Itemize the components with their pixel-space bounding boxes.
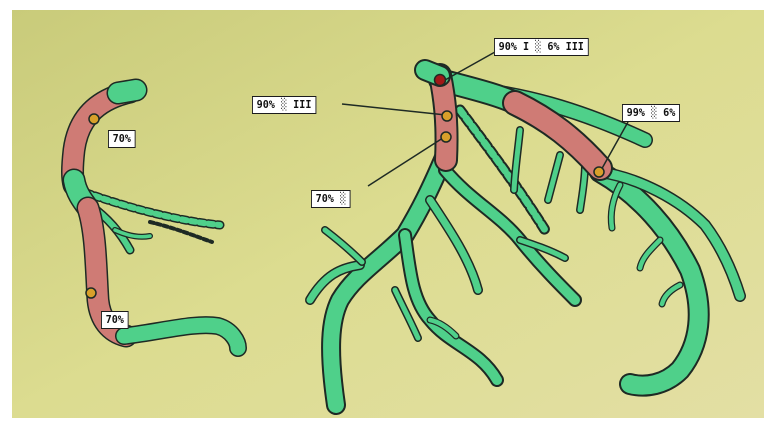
lesion-marker [86, 288, 96, 298]
stenosis-label-lm: 90% I ░ 6% III [494, 38, 589, 56]
stenosis-label-lad-proximal: 90% ░ III [252, 96, 316, 114]
stenosis-label-lcx: 99% ░ 6% [622, 104, 680, 122]
lesion-marker [442, 111, 452, 121]
stenosis-label-rca-lower: 70% [101, 311, 128, 329]
stenosis-label-rca-upper: 70% [108, 130, 135, 148]
lesion-marker [89, 114, 99, 124]
occlusion-marker [435, 75, 446, 86]
stenosis-label-lad-mid: 70% ░ [311, 190, 351, 208]
lesion-marker [441, 132, 451, 142]
lesion-marker [594, 167, 604, 177]
